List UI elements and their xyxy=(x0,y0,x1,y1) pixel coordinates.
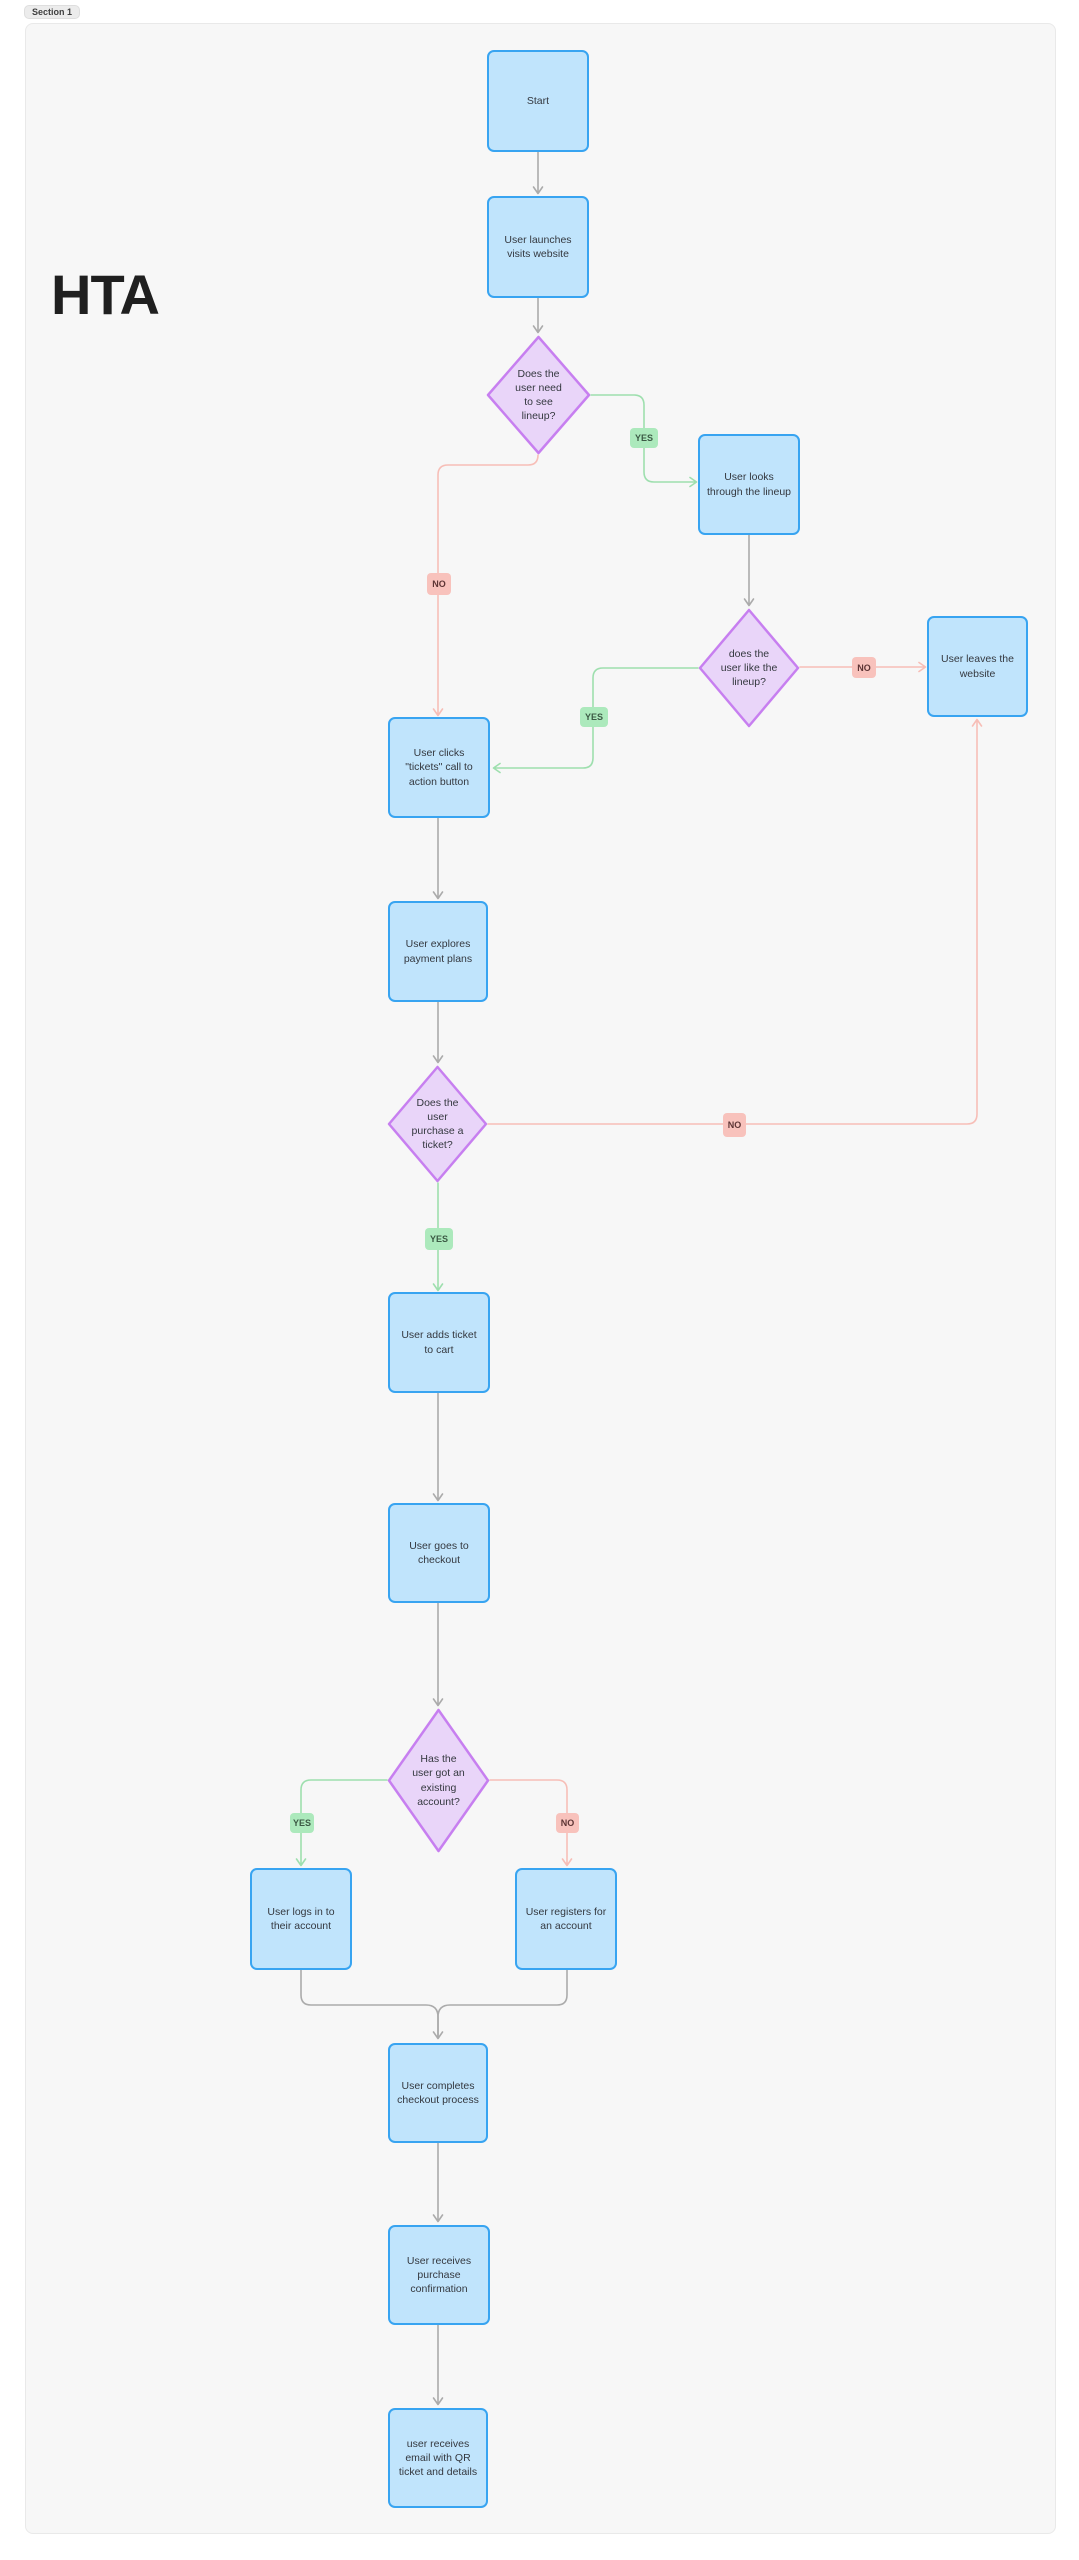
node-receives-email-label: user receives email with QR ticket and d… xyxy=(398,2437,478,2479)
node-like-lineup-label: does the user like the lineup? xyxy=(720,647,778,689)
diamond-shape xyxy=(387,1708,490,1853)
node-completes-checkout-label: User completes checkout process xyxy=(397,2079,479,2106)
node-receives-confirmation[interactable]: User receives purchase confirmation xyxy=(388,2225,490,2325)
section-label-text: Section 1 xyxy=(32,7,73,17)
node-goes-checkout-label: User goes to checkout xyxy=(409,1539,469,1566)
node-user-launches[interactable]: User launches visits website xyxy=(487,196,589,298)
edge-label-yes-need-lineup[interactable]: YES xyxy=(630,428,658,448)
edge-label-yes-purchase[interactable]: YES xyxy=(425,1228,453,1250)
node-explores-plans[interactable]: User explores payment plans xyxy=(388,901,488,1002)
node-looks-lineup[interactable]: User looks through the lineup xyxy=(698,434,800,535)
edge-label-no-account[interactable]: NO xyxy=(556,1813,579,1833)
node-clicks-tickets[interactable]: User clicks "tickets" call to action but… xyxy=(388,717,490,818)
node-leaves-website[interactable]: User leaves the website xyxy=(927,616,1028,717)
node-existing-account-label: Has the user got an existing account? xyxy=(412,1753,465,1808)
node-explores-plans-label: User explores payment plans xyxy=(403,938,473,965)
node-user-launches-label: User launches visits website xyxy=(504,233,572,260)
edge-label-no-like-lineup[interactable]: NO xyxy=(852,657,876,678)
diamond-shape xyxy=(698,608,800,728)
node-adds-cart[interactable]: User adds ticket to cart xyxy=(388,1292,490,1393)
node-receives-email[interactable]: user receives email with QR ticket and d… xyxy=(388,2408,488,2508)
node-completes-checkout[interactable]: User completes checkout process xyxy=(388,2043,488,2143)
diamond-shape xyxy=(486,335,591,455)
diamond-shape xyxy=(387,1065,488,1183)
node-receives-confirmation-label: User receives purchase confirmation xyxy=(406,2254,472,2296)
node-need-lineup[interactable]: Does the user need to see lineup? xyxy=(486,335,591,455)
node-like-lineup[interactable]: does the user like the lineup? xyxy=(698,608,800,728)
node-start-label: Start xyxy=(526,94,550,107)
edge-label-no-need-lineup[interactable]: NO xyxy=(427,573,451,595)
page-title: HTA xyxy=(51,263,160,326)
node-purchase-ticket[interactable]: Does the user purchase a ticket? xyxy=(387,1065,488,1183)
node-adds-cart-label: User adds ticket to cart xyxy=(401,1329,477,1356)
section-label[interactable]: Section 1 xyxy=(24,5,81,19)
edge-label-yes-account[interactable]: YES xyxy=(290,1813,314,1833)
node-logs-in[interactable]: User logs in to their account xyxy=(250,1868,352,1970)
node-registers-label: User registers for an account xyxy=(525,1905,607,1932)
node-clicks-tickets-label: User clicks "tickets" call to action but… xyxy=(405,747,473,788)
node-purchase-ticket-label: Does the user purchase a ticket? xyxy=(411,1096,464,1152)
node-leaves-website-label: User leaves the website xyxy=(941,653,1014,680)
node-registers[interactable]: User registers for an account xyxy=(515,1868,617,1970)
node-existing-account[interactable]: Has the user got an existing account? xyxy=(387,1708,490,1853)
node-start[interactable]: Start xyxy=(487,50,589,152)
node-looks-lineup-label: User looks through the lineup xyxy=(706,471,792,498)
edge-label-no-purchase[interactable]: NO xyxy=(723,1113,746,1137)
edge-label-yes-like-lineup[interactable]: YES xyxy=(580,707,608,727)
node-logs-in-label: User logs in to their account xyxy=(267,1905,335,1932)
node-goes-checkout[interactable]: User goes to checkout xyxy=(388,1503,490,1603)
node-need-lineup-label: Does the user need to see lineup? xyxy=(515,367,562,423)
